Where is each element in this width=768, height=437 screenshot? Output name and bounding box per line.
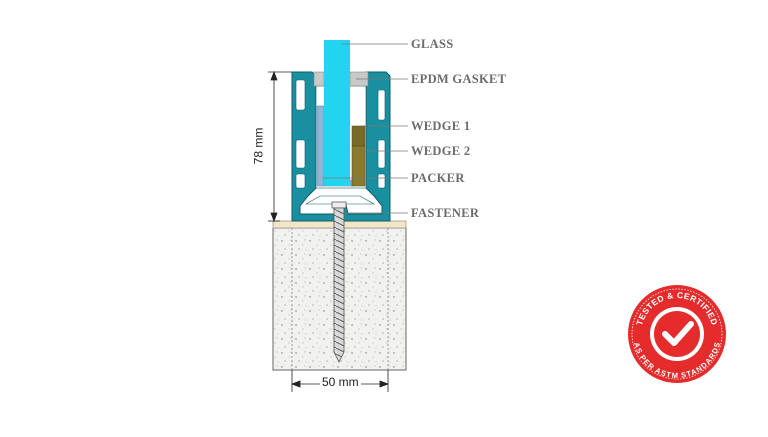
- label-fastener: FASTENER: [411, 206, 480, 220]
- checkmark-icon: [662, 321, 694, 346]
- width-dimension-label: 50 mm: [320, 375, 361, 389]
- label-packer: PACKER: [411, 171, 465, 185]
- label-epdm-gasket: EPDM GASKET: [411, 72, 507, 86]
- fastener-screw: [331, 201, 347, 363]
- glass-panel: [324, 40, 350, 186]
- leader-lines: [322, 43, 408, 214]
- packer: [316, 105, 325, 187]
- wedge-2: [351, 145, 366, 187]
- label-wedge-2: WEDGE 2: [411, 144, 471, 158]
- label-wedge-1: WEDGE 1: [411, 119, 471, 133]
- label-glass: GLASS: [411, 37, 454, 51]
- wedge-1: [351, 125, 366, 147]
- certification-seal: TESTED & CERTIFIED AS PER ASTM STANDARDS: [628, 285, 726, 383]
- height-dimension: [268, 70, 292, 223]
- height-dimension-label: 78 mm: [251, 127, 266, 165]
